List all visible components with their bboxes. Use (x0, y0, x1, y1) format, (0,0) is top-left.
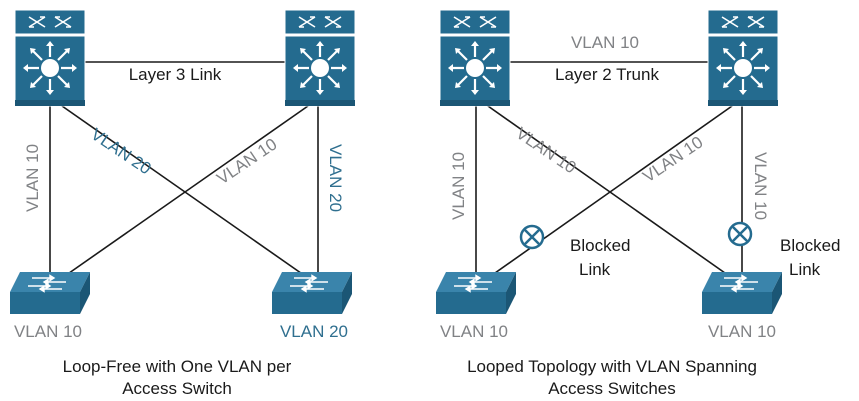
right-caption-line1: Looped Topology with VLAN Spanning (467, 357, 757, 376)
blocked-right-label-line2: Link (789, 260, 821, 279)
right-access-left-vlan-label: VLAN 10 (440, 322, 508, 341)
layer2-trunk-label: Layer 2 Trunk (555, 65, 659, 84)
cross-down-vlan-label: VLAN 20 (88, 125, 155, 179)
distribution-switch-right-icon (706, 8, 780, 108)
left-uplink-vlan-label: VLAN 10 (23, 144, 42, 212)
layer3-link-label: Layer 3 Link (129, 65, 222, 84)
distribution-switch-left-icon (13, 8, 87, 108)
blocked-left-label-line2: Link (579, 260, 611, 279)
right-left-uplink-vlan-label: VLAN 10 (449, 152, 468, 220)
blocked-right-label-line1: Blocked (780, 236, 840, 255)
right-access-right-vlan-label: VLAN 10 (708, 322, 776, 341)
trunk-vlan-label: VLAN 10 (571, 33, 639, 52)
access-switch-left-icon (9, 271, 91, 315)
left-caption-line1: Loop-Free with One VLAN per (63, 357, 292, 376)
right-cross-link-up (477, 98, 743, 286)
left-topology: Layer 3 Link VLAN 10 VLAN 20 VLAN 10 VLA… (9, 8, 357, 398)
blocked-left-label-line1: Blocked (570, 236, 630, 255)
right-cross-down-vlan-label: VLAN 10 (513, 124, 580, 178)
access-left-vlan-label: VLAN 10 (14, 322, 82, 341)
right-topology: VLAN 10 Layer 2 Trunk VLAN 10 VLAN 10 VL… (435, 8, 840, 398)
blocked-port-left-icon (519, 224, 545, 250)
distribution-switch-right-icon (283, 8, 357, 108)
right-caption-line2: Access Switches (548, 379, 676, 398)
access-switch-left-icon (435, 271, 517, 315)
right-cross-up-vlan-label: VLAN 10 (639, 133, 706, 187)
distribution-switch-left-icon (438, 8, 512, 108)
access-switch-right-icon (701, 271, 783, 315)
blocked-port-right-icon (727, 221, 753, 247)
access-switch-right-icon (271, 271, 353, 315)
right-right-uplink-vlan-label: VLAN 10 (751, 152, 770, 220)
access-right-vlan-label: VLAN 20 (280, 322, 348, 341)
left-caption-line2: Access Switch (122, 379, 232, 398)
right-uplink-vlan-label: VLAN 20 (326, 144, 345, 212)
cross-up-vlan-label: VLAN 10 (213, 135, 280, 189)
cross-link-up (51, 98, 319, 286)
